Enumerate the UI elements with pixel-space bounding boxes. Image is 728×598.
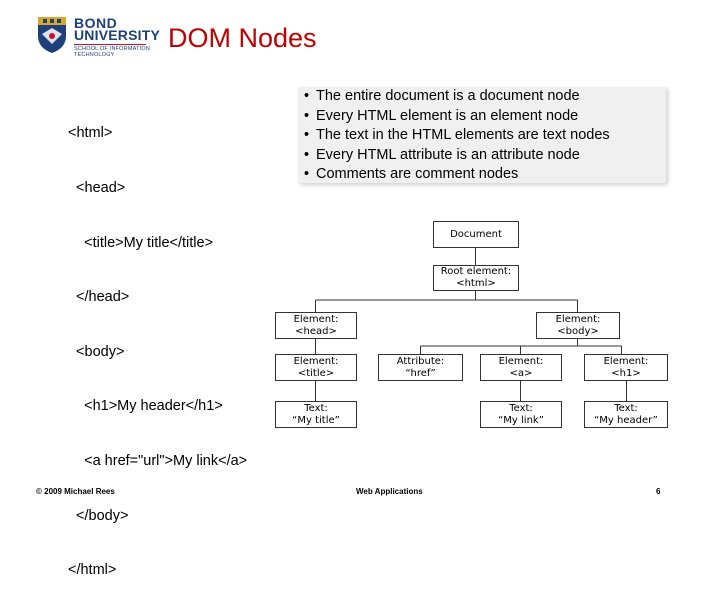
code-line: <a href="url">My link</a> — [68, 453, 248, 470]
bullet-icon: • — [304, 166, 310, 182]
tree-connectors — [315, 248, 627, 401]
node-label: Element: — [555, 313, 601, 325]
logo-name-line1: BOND — [74, 15, 118, 31]
node-element-a: Element: <a> — [480, 354, 562, 381]
node-text-my-header: Text: “My header” — [584, 401, 668, 428]
slide-title: DOM Nodes — [168, 23, 317, 53]
footer-copyright: © 2009 Michael Rees — [36, 487, 115, 496]
fact-text: Every HTML attribute is an attribute nod… — [316, 146, 580, 163]
node-value: <h1> — [611, 367, 641, 379]
code-line: <h1>My header</h1> — [68, 398, 223, 415]
node-value: <head> — [295, 325, 337, 337]
footer-page-number: 6 — [656, 487, 661, 496]
node-value: <body> — [557, 325, 599, 337]
node-label: Attribute: — [396, 355, 445, 367]
bullet-icon: • — [304, 88, 310, 104]
code-line: <html> — [68, 125, 113, 142]
code-line: </body> — [68, 507, 129, 524]
fact-text: Every HTML element is an element node — [316, 107, 579, 124]
node-value: <title> — [297, 367, 335, 379]
node-value: <html> — [456, 278, 496, 289]
node-root-element: Root element: <html> — [433, 265, 519, 291]
code-line: <head> — [68, 180, 126, 197]
facts-box: •The entire document is a document node … — [298, 87, 666, 183]
bullet-icon: • — [304, 146, 310, 163]
fact-item: • Comments are comment nodes — [304, 165, 610, 185]
fact-item: • Every HTML attribute is an attribute no… — [304, 146, 610, 166]
html-code-sample: <html> <head> <title>My title</title> </… — [68, 88, 247, 598]
fact-item: • The entire document is a document node — [304, 87, 610, 107]
node-element-head: Element: <head> — [275, 312, 357, 339]
facts-list: •The entire document is a document node … — [304, 87, 610, 185]
node-label: Element: — [498, 355, 544, 367]
crest-icon — [38, 17, 66, 53]
node-value: “My header” — [594, 414, 658, 426]
code-line: </html> — [68, 562, 117, 579]
node-text-my-link: Text: “My link” — [480, 401, 562, 428]
node-value: <a> — [509, 367, 533, 379]
node-label: Text: — [614, 402, 638, 414]
node-value: “My title” — [292, 414, 340, 426]
node-text-my-title: Text: “My title” — [275, 401, 357, 428]
fact-item: • The text in the HTML elements are text … — [304, 126, 610, 146]
logo-subtitle-line2: TECHNOLOGY — [74, 52, 115, 58]
node-element-title: Element: <title> — [275, 354, 357, 381]
node-label: Root element: — [440, 266, 512, 277]
node-element-h1: Element: <h1> — [584, 354, 668, 381]
node-document: Document — [433, 221, 519, 248]
dom-tree-diagram: Document Root element: <html> Element: <… — [275, 221, 668, 428]
node-element-body: Element: <body> — [536, 312, 620, 339]
node-value: “href” — [405, 367, 436, 379]
footer-course: Web Applications — [356, 487, 423, 496]
logo-rule — [74, 44, 146, 45]
bullet-icon: • — [304, 107, 310, 124]
node-label: Element: — [293, 313, 339, 325]
fact-text: The text in the HTML elements are text n… — [316, 127, 610, 143]
node-label: Document — [450, 228, 502, 240]
fact-item: • Every HTML element is an element node — [304, 107, 610, 127]
node-label: Text: — [304, 402, 328, 414]
node-label: Element: — [603, 355, 649, 367]
logo-subtitle-line1: SCHOOL OF INFORMATION — [74, 46, 151, 52]
node-value: “My link” — [498, 414, 544, 426]
node-attribute-href: Attribute: “href” — [378, 354, 463, 381]
code-line: </head> — [68, 289, 130, 306]
node-label: Text: — [509, 402, 533, 414]
bullet-icon: • — [304, 127, 310, 143]
node-label: Element: — [293, 355, 339, 367]
fact-text: Comments are comment nodes — [316, 166, 519, 182]
code-line: <title>My title</title> — [68, 234, 214, 251]
code-line: <body> — [68, 343, 125, 360]
logo-name-line2: UNIVERSITY — [74, 27, 161, 43]
university-logo: BOND UNIVERSITY SCHOOL OF INFORMATION TE… — [36, 14, 164, 60]
fact-text: The entire document is a document node — [316, 88, 580, 104]
